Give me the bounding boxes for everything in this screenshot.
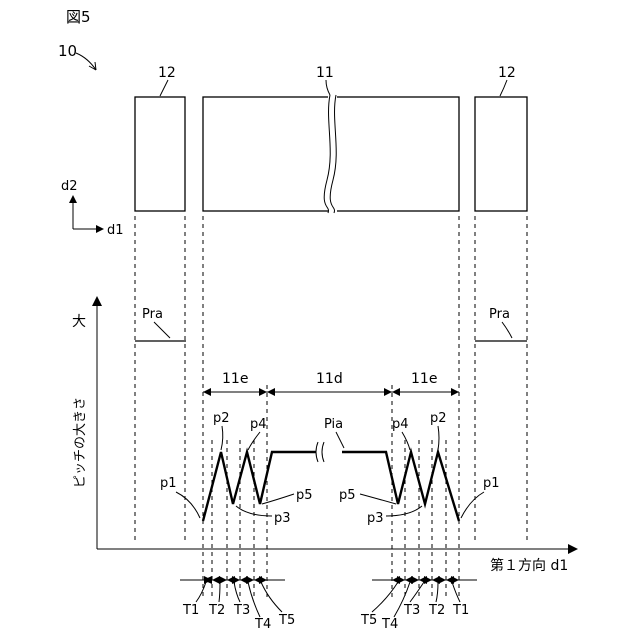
pia-label: Pia bbox=[324, 417, 343, 432]
peak-right-p2-leader bbox=[438, 426, 439, 450]
left-block-label: 12 bbox=[158, 65, 176, 81]
peak-left-p4: p4 bbox=[250, 417, 267, 432]
region-left-edge-arrowhead-a bbox=[203, 388, 211, 396]
region-right-edge-arrowhead-b bbox=[451, 388, 459, 396]
center-block-break-mask bbox=[328, 95, 337, 213]
thickness-left-t3-leader bbox=[234, 582, 240, 602]
peak-right-p1-leader bbox=[461, 492, 484, 518]
peak-right-p3: p3 bbox=[367, 511, 384, 526]
thickness-right-t2-leader bbox=[436, 582, 438, 602]
thickness-left-t5-leader bbox=[261, 582, 282, 612]
right-block bbox=[475, 97, 527, 211]
direction-label-d2: d2 bbox=[61, 179, 78, 194]
plateau-break-a bbox=[316, 442, 318, 462]
thickness-right-t1: T1 bbox=[452, 603, 469, 618]
tick-arrow-left-end bbox=[259, 576, 267, 584]
figure-label: 図5 bbox=[66, 8, 91, 26]
center-block-label: 11 bbox=[316, 65, 334, 81]
thickness-left-t4: T4 bbox=[254, 617, 271, 632]
pia-leader bbox=[336, 432, 344, 448]
right-pra-label: Pra bbox=[489, 307, 510, 322]
peak-left-p1-leader bbox=[176, 492, 200, 518]
left-block-leader bbox=[160, 80, 168, 96]
thickness-left-t1: T1 bbox=[182, 603, 199, 618]
left-block bbox=[135, 97, 185, 211]
thickness-left-t3: T3 bbox=[233, 603, 250, 618]
peak-right-p4: p4 bbox=[392, 417, 409, 432]
y-axis-label: ピッチの大きさ bbox=[73, 397, 88, 488]
region-dimension-arrows bbox=[203, 388, 459, 396]
peak-left-p3: p3 bbox=[274, 511, 291, 526]
region-center-arrowhead-a bbox=[267, 388, 275, 396]
peak-left-p2: p2 bbox=[213, 411, 230, 426]
thickness-left-t2-leader bbox=[219, 582, 220, 602]
direction-arrowhead-d2 bbox=[69, 195, 77, 203]
peak-right-p5-leader bbox=[360, 494, 396, 504]
pitch-profile-left bbox=[203, 452, 316, 521]
thickness-left-t1-leader bbox=[196, 582, 206, 602]
thickness-left-t5: T5 bbox=[278, 613, 295, 628]
right-block-label: 12 bbox=[498, 65, 516, 81]
region-center-label: 11d bbox=[316, 371, 343, 387]
graph-x-axis-arrowhead bbox=[568, 544, 578, 554]
peak-left-p5: p5 bbox=[296, 488, 313, 503]
peak-left-p2-leader bbox=[221, 426, 223, 450]
peak-right-p5: p5 bbox=[339, 488, 356, 503]
left-pra-label: Pra bbox=[142, 307, 163, 322]
device-label-leader bbox=[76, 53, 96, 70]
graph-y-axis-arrowhead bbox=[92, 296, 102, 306]
left-pra-leader bbox=[154, 322, 170, 338]
peak-right-p1: p1 bbox=[483, 476, 500, 491]
thickness-right-t2: T2 bbox=[428, 603, 445, 618]
thickness-left-t2: T2 bbox=[208, 603, 225, 618]
right-pra-leader bbox=[502, 322, 512, 338]
region-left-edge-arrowhead-b bbox=[259, 388, 267, 396]
device-label: 10 bbox=[58, 42, 77, 60]
right-block-leader bbox=[500, 80, 507, 96]
region-right-edge-arrowhead-a bbox=[392, 388, 400, 396]
thickness-right-t5: T5 bbox=[360, 613, 377, 628]
projection-lines bbox=[135, 216, 527, 598]
region-center-arrowhead-b bbox=[384, 388, 392, 396]
y-axis-top-label: 大 bbox=[72, 314, 86, 330]
peak-right-p4-leader bbox=[402, 432, 410, 450]
direction-arrowhead-d1 bbox=[96, 225, 104, 233]
peak-right-p3-leader bbox=[386, 506, 422, 516]
center-block-leader bbox=[326, 80, 330, 95]
thickness-right-t4: T4 bbox=[381, 617, 398, 632]
plateau-break-b bbox=[322, 442, 324, 462]
pitch-profile-right bbox=[342, 452, 459, 521]
direction-label-d1: d1 bbox=[107, 223, 124, 238]
thickness-right-t3-leader bbox=[410, 582, 424, 602]
region-right-edge-label: 11e bbox=[411, 371, 437, 387]
peak-right-p2: p2 bbox=[430, 411, 447, 426]
region-left-edge-label: 11e bbox=[222, 371, 248, 387]
thickness-right-t3: T3 bbox=[403, 603, 420, 618]
thickness-right-t5-leader bbox=[372, 582, 398, 612]
peak-left-p1: p1 bbox=[160, 476, 177, 491]
x-axis-label: 第１方向 d1 bbox=[490, 557, 568, 574]
